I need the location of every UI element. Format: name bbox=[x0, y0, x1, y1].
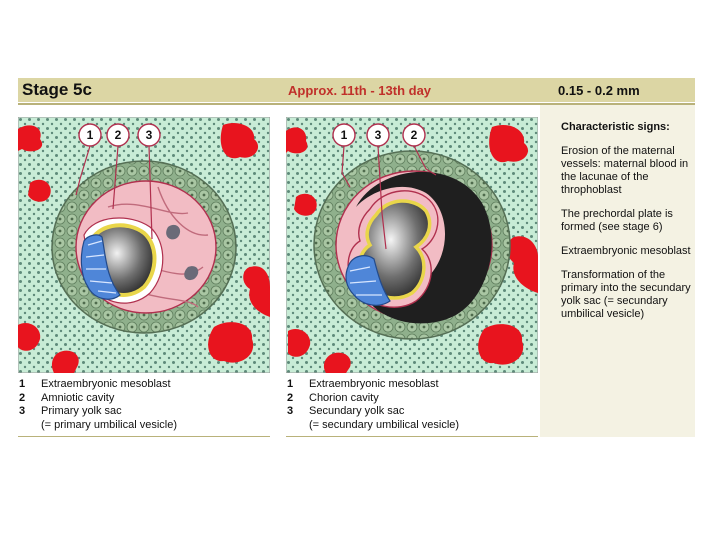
signs-column-bg bbox=[540, 105, 695, 437]
callout-3: 3 bbox=[146, 128, 153, 142]
callout-1: 1 bbox=[341, 128, 348, 142]
stage-size: 0.15 - 0.2 mm bbox=[558, 83, 640, 98]
stage-title: Stage 5c bbox=[22, 80, 92, 99]
callout-2: 2 bbox=[115, 128, 122, 142]
signs-title: Characteristic signs: bbox=[561, 121, 670, 133]
embryo-diagram-left: 1 2 3 bbox=[18, 117, 270, 373]
stage-header: Stage 5c Approx. 11th - 13th day 0.15 - … bbox=[18, 78, 695, 102]
stage-day: Approx. 11th - 13th day bbox=[288, 83, 432, 98]
legend-row: (= primary umbilical vesicle) bbox=[41, 418, 178, 431]
legend-row: (= secundary umbilical vesicle) bbox=[309, 418, 460, 431]
callout-2: 2 bbox=[411, 128, 418, 142]
embryo-diagram-right: 1 3 2 bbox=[286, 117, 538, 373]
header-divider bbox=[18, 103, 695, 105]
callout-3: 3 bbox=[375, 128, 382, 142]
callout-1: 1 bbox=[87, 128, 94, 142]
sign-item: Transformation of the primary into the s… bbox=[561, 269, 691, 320]
sign-item: Erosion of the maternal vessels: materna… bbox=[561, 145, 689, 196]
legend-divider bbox=[286, 436, 538, 437]
characteristic-signs: Characteristic signs: Erosion of the mat… bbox=[561, 121, 696, 332]
legend-divider bbox=[18, 436, 270, 437]
sign-item: The prechordal plate is formed (see stag… bbox=[561, 208, 673, 233]
sign-item: Extraembryonic mesoblast bbox=[561, 245, 691, 257]
